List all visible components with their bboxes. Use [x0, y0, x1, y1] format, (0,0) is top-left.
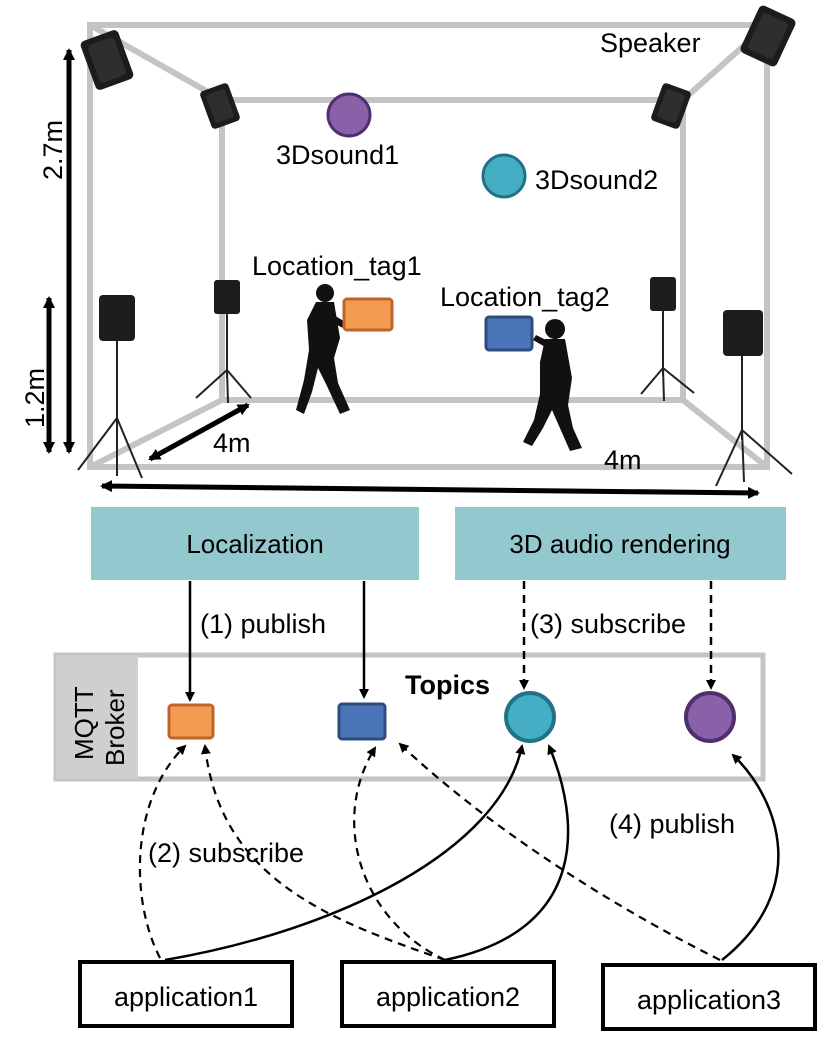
- subscribe3-label: (3) subscribe: [530, 609, 686, 639]
- tripod-speaker-front-left: [77, 295, 143, 479]
- subscribe2-label: (2) subscribe: [148, 838, 304, 868]
- depth-label: 4m: [213, 428, 251, 458]
- height-speaker-label: 1.2m: [20, 368, 50, 428]
- subscribe2-arrows: [138, 742, 721, 962]
- tripod-speaker-back-left: [195, 280, 252, 404]
- speaker-icon: [80, 30, 134, 90]
- tripod-speaker-back-right: [640, 277, 695, 402]
- tripod-speaker-front-right: [715, 310, 793, 487]
- application-box-3: application3: [601, 963, 817, 1031]
- speaker-icon: [200, 83, 240, 129]
- person-silhouette-icon: [523, 319, 582, 451]
- tag1-label: Location_tag1: [252, 251, 422, 281]
- rendering-label: 3D audio rendering: [509, 529, 730, 559]
- tag2-label: Location_tag2: [440, 282, 610, 312]
- sound2-label: 3Dsound2: [535, 165, 658, 195]
- depth-arrow: [148, 402, 250, 462]
- localization-box: [91, 507, 419, 580]
- speaker-icon: [214, 280, 240, 314]
- publish4-label: (4) publish: [609, 809, 735, 839]
- width-label: 4m: [604, 445, 642, 475]
- dimension-arrows: [43, 48, 760, 499]
- mqtt-broker: MQTT Broker Topics: [53, 652, 766, 782]
- topic-tag1-marker: [167, 703, 215, 740]
- sound1-label: 3Dsound1: [276, 140, 399, 170]
- height-total-label: 2.7m: [38, 120, 68, 180]
- speaker-icon: [650, 277, 676, 311]
- rendering-box: [455, 507, 786, 580]
- speaker-icon: [740, 5, 796, 67]
- sound1-marker: [326, 92, 372, 138]
- sound2-marker: [481, 153, 527, 199]
- application-box-2: application2: [340, 960, 556, 1028]
- publish1-label: (1) publish: [200, 609, 326, 639]
- publish4-arrows: [164, 744, 780, 962]
- broker-side-panel: [56, 655, 138, 779]
- tag2-marker: [484, 315, 534, 352]
- application-box-1: application1: [78, 960, 294, 1028]
- topic-sound1-marker: [684, 691, 736, 743]
- topics-label: Topics: [405, 670, 490, 700]
- subscribe3-arrows: [519, 581, 716, 690]
- tripod-icon: [640, 311, 695, 402]
- broker-name-line1: MQTT: [69, 686, 99, 760]
- topic-sound2-marker: [504, 691, 556, 743]
- broker-name-line2: Broker: [100, 689, 130, 766]
- application-label: application1: [114, 982, 258, 1012]
- speaker-icon: [99, 295, 135, 341]
- speaker-icon: [651, 83, 691, 129]
- speaker-icon: [723, 310, 763, 356]
- tripod-icon: [195, 314, 252, 404]
- tripod-icon: [715, 356, 793, 487]
- application-label: application3: [637, 985, 781, 1015]
- publish1-arrows: [185, 581, 369, 702]
- tag1-marker: [342, 297, 394, 332]
- topic-tag2-marker: [337, 702, 387, 741]
- localization-label: Localization: [186, 529, 323, 559]
- width-arrow: [100, 480, 760, 499]
- tripod-icon: [77, 341, 143, 479]
- speaker-label: Speaker: [600, 28, 701, 58]
- application-label: application2: [376, 982, 520, 1012]
